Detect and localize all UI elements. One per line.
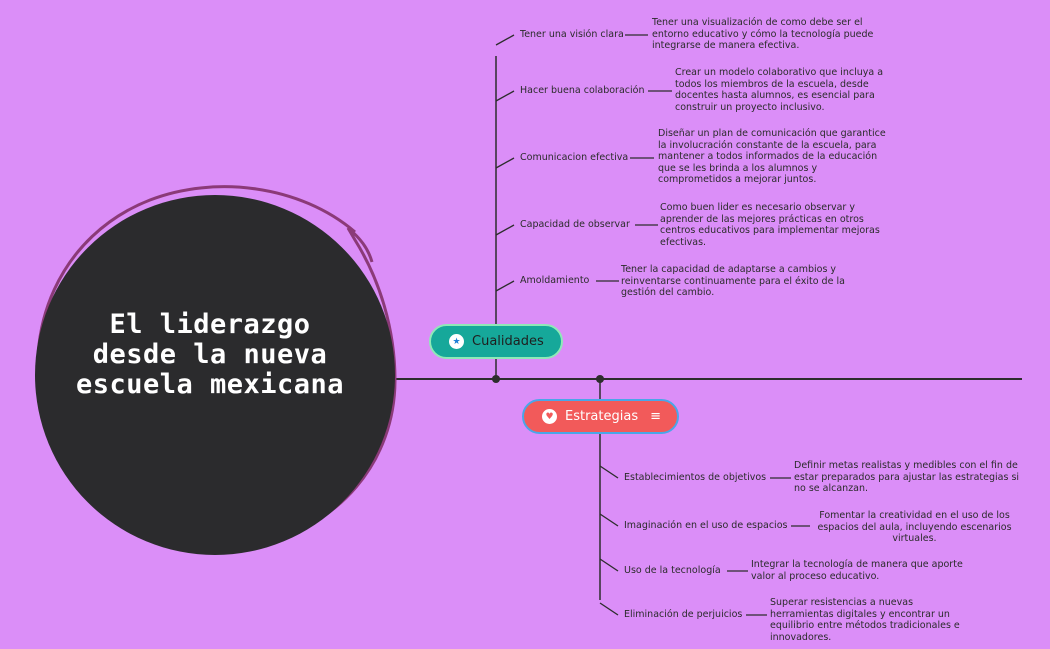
cualidades-label: Cualidades [472,334,544,349]
cualidades-branch-node[interactable]: ★ Cualidades [429,324,563,359]
estrategia-label[interactable]: Eliminación de perjuicios [624,609,743,620]
cualidad-description: Tener una visualización de como debe ser… [652,17,874,51]
estrategia-branch-curve [599,513,619,527]
estrategia-branch-curve [599,602,619,616]
cualidad-branch-curve [495,224,515,236]
cualidad-branch-curve [495,90,515,102]
estrategia-branch-curve [599,558,619,572]
estrategia-label[interactable]: Uso de la tecnología [624,565,721,576]
estrategia-description: Definir metas realistas y medibles con e… [794,460,1020,494]
cualidades-junction-dot [492,375,500,383]
cualidad-label[interactable]: Capacidad de observar [520,219,630,230]
estrategias-branch-node[interactable]: ♥ Estrategias ≡ [522,399,679,434]
notes-icon[interactable]: ≡ [650,409,661,424]
cualidad-branch-curve [495,34,515,46]
cualidad-label[interactable]: Amoldamiento [520,275,590,286]
estrategia-branch-curve [599,465,619,479]
estrategia-description: Fomentar la creatividad en el uso de los… [817,510,1012,544]
cualidad-branch-curve [495,280,515,292]
cualidad-label[interactable]: Comunicacion efectiva [520,152,629,163]
star-icon: ★ [449,334,464,349]
estrategia-label[interactable]: Imaginación en el uso de espacios [624,520,788,531]
central-topic-title[interactable]: El liderazgo desde la nueva escuela mexi… [75,309,345,400]
cualidad-description: Tener la capacidad de adaptarse a cambio… [621,264,845,298]
cualidad-label[interactable]: Tener una visión clara [520,29,624,40]
estrategia-description: Superar resistencias a nuevas herramient… [770,597,960,643]
cualidad-label[interactable]: Hacer buena colaboración [520,85,645,96]
estrategia-description: Integrar la tecnología de manera que apo… [751,559,963,582]
heart-icon: ♥ [542,409,557,424]
estrategias-label: Estrategias [565,409,639,424]
cualidad-description: Crear un modelo colaborativo que incluya… [675,67,884,113]
cualidad-description: Como buen lider es necesario observar y … [660,202,880,248]
estrategia-label[interactable]: Establecimientos de objetivos [624,472,767,483]
cualidad-description: Diseñar un plan de comunicación que gara… [658,128,886,185]
central-topic-circle[interactable] [35,195,395,555]
estrategias-junction-dot [596,375,604,383]
cualidad-branch-curve [495,157,515,169]
